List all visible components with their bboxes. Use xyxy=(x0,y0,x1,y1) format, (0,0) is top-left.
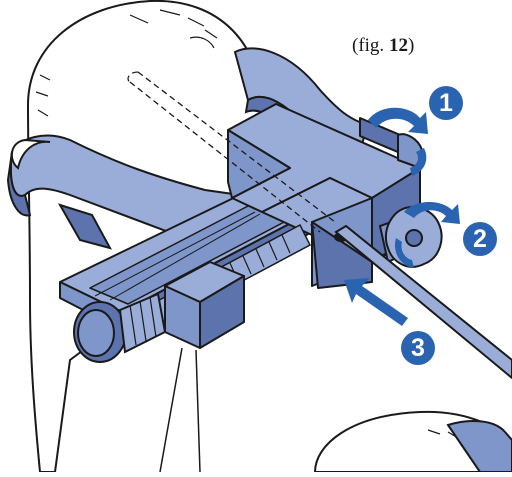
pin-path-dashed xyxy=(127,71,336,233)
caption-prefix: (fig. xyxy=(352,35,389,56)
end-knob-icon xyxy=(73,292,167,363)
femoral-head-lower-icon xyxy=(313,410,512,473)
caption-number: 12 xyxy=(388,35,408,56)
caption-suffix: ) xyxy=(407,35,415,56)
step-badge-2: 2 xyxy=(463,222,497,256)
push-arrow-icon xyxy=(344,278,408,326)
leader-lines xyxy=(159,347,201,473)
rotate-arrow-icon xyxy=(368,107,428,176)
slider-block-icon xyxy=(164,261,245,349)
step-badge-3: 3 xyxy=(401,331,435,365)
guide-rod-icon xyxy=(334,224,512,380)
step-badge-1: 1 xyxy=(429,86,463,120)
figure-caption: (fig. 12) xyxy=(352,35,414,57)
rotate-arrow-2-icon xyxy=(394,201,460,268)
